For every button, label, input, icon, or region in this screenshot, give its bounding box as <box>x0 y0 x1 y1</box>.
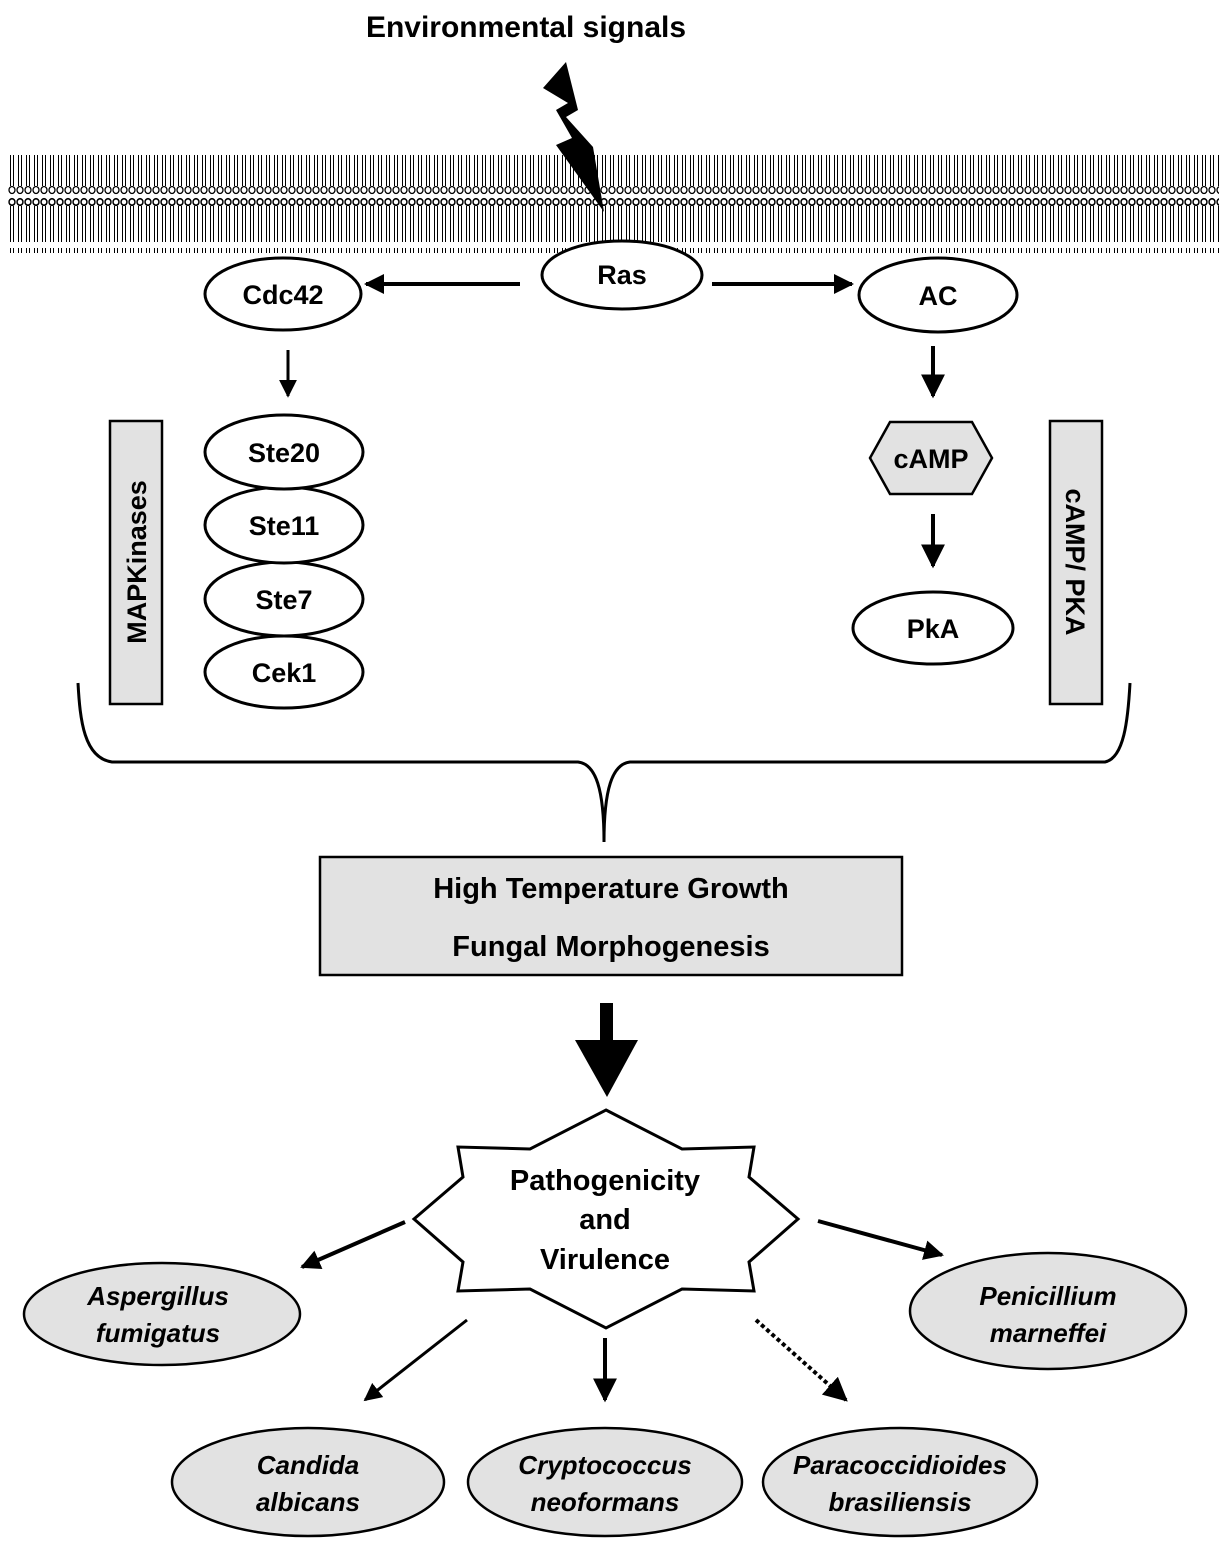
pathogenicity-line3: Virulence <box>540 1244 670 1276</box>
organism-candida-line2: albicans <box>256 1487 360 1517</box>
ste20-label: Ste20 <box>248 438 320 468</box>
pka-node <box>851 590 1015 666</box>
organism-penicillium-line1: Penicillium <box>979 1281 1116 1311</box>
outcome-line1: High Temperature Growth <box>433 873 789 905</box>
ste20-node <box>203 413 365 491</box>
arrow-to-aspergillus <box>300 1220 406 1269</box>
cek1-label: Cek1 <box>252 658 317 688</box>
organism-penicillium-line2: marneffei <box>990 1318 1107 1348</box>
ste7-label: Ste7 <box>255 585 312 615</box>
organism-cryptococcus-line1: Cryptococcus <box>518 1450 691 1480</box>
camp-pka-bar <box>1048 419 1104 706</box>
organism-candida <box>170 1426 446 1538</box>
ste11-label: Ste11 <box>249 511 320 541</box>
organism-aspergillus-line2: fumigatus <box>96 1318 220 1348</box>
big-down-arrow <box>575 1003 638 1097</box>
cdc42-node <box>203 256 363 332</box>
mapkinases-bar <box>108 419 164 706</box>
organism-paracoccidioides-line2: brasiliensis <box>828 1487 971 1517</box>
organism-aspergillus <box>22 1261 302 1367</box>
arrow-to-penicillium <box>817 1219 944 1260</box>
map-kinase-cascade <box>203 413 365 710</box>
pathogenicity-line2: and <box>579 1204 631 1236</box>
ac-label: AC <box>919 281 958 311</box>
camp-hexagon <box>868 420 994 496</box>
organism-cryptococcus-line2: neoformans <box>531 1487 680 1517</box>
camp-label: cAMP <box>893 444 968 474</box>
organism-cryptococcus <box>466 1426 744 1538</box>
organism-paracoccidioides <box>761 1426 1039 1538</box>
ras-label: Ras <box>597 260 647 290</box>
cdc42-label: Cdc42 <box>242 280 323 310</box>
curly-brace <box>76 682 1132 843</box>
mapkinases-label: MAPKinases <box>122 480 152 644</box>
organism-aspergillus-line1: Aspergillus <box>86 1281 229 1311</box>
environmental-signals-label: Environmental signals <box>366 11 686 44</box>
pka-label: PkA <box>907 614 960 644</box>
ac-node <box>857 256 1019 334</box>
outcome-box <box>318 855 904 977</box>
lightning-bolt-icon <box>543 62 604 212</box>
outcome-line2: Fungal Morphogenesis <box>452 931 769 963</box>
cell-membrane <box>8 155 1219 253</box>
ras-node <box>540 239 704 311</box>
arrow-to-candida <box>363 1318 468 1402</box>
pathogenicity-star <box>411 1108 801 1330</box>
organism-candida-line1: Candida <box>257 1450 360 1480</box>
arrow-to-paracoccidioides <box>754 1318 848 1402</box>
organism-paracoccidioides-line1: Paracoccidioides <box>793 1450 1007 1480</box>
camp-pka-label: cAMP/ PKA <box>1060 488 1090 635</box>
pathogenicity-line1: Pathogenicity <box>510 1165 700 1197</box>
organism-penicillium <box>908 1251 1188 1371</box>
